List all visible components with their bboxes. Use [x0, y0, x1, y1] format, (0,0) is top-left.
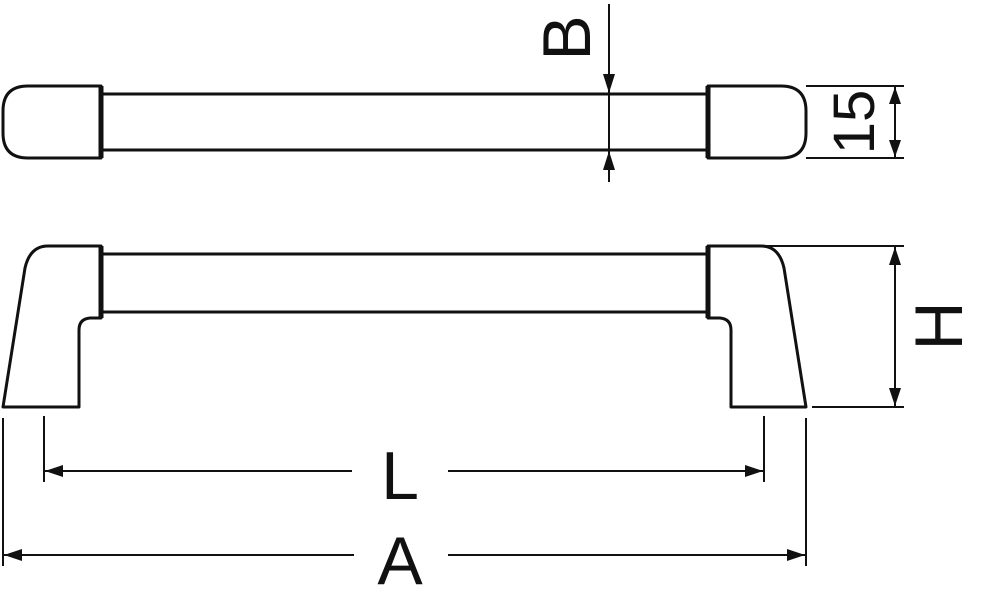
h-dimension-label: H [901, 301, 977, 350]
top-right-end-cap [706, 84, 808, 160]
b-arrow-down [603, 74, 615, 93]
h-arrow-up [889, 247, 901, 265]
top-view: B 15 [1, 4, 904, 182]
l-arrow-right [745, 465, 763, 477]
l-dimension-label: L [381, 438, 419, 514]
top-left-end-cap [1, 84, 103, 160]
15-dimension-label: 15 [822, 90, 887, 155]
a-dimension-label: A [377, 523, 423, 599]
b-dimension-label: B [529, 15, 605, 60]
h-arrow-down [889, 388, 901, 406]
side-view: H L A [1, 244, 977, 599]
a-arrow-right [787, 549, 805, 561]
a-arrow-left [4, 549, 22, 561]
side-right-leg [706, 244, 808, 409]
b-arrow-up [603, 151, 615, 170]
side-left-leg [1, 244, 103, 409]
15-arrow-up [889, 87, 901, 104]
15-arrow-down [889, 140, 901, 157]
l-arrow-left [45, 465, 63, 477]
